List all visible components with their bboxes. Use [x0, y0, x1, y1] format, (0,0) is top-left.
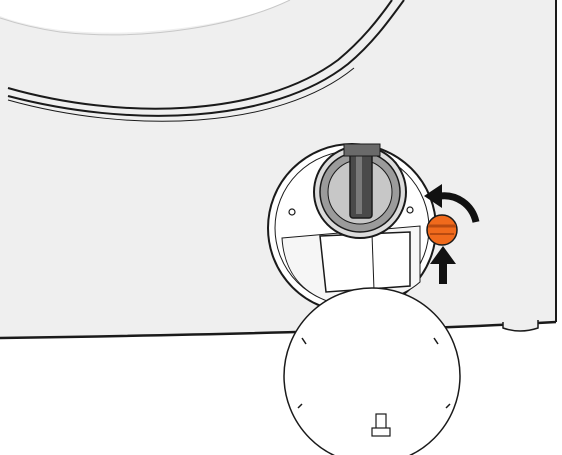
- pump-filter-top-tab: [344, 144, 380, 156]
- drain-hose-housing: [320, 232, 410, 292]
- screw-left: [289, 209, 295, 215]
- cover-bottom-tab-base: [372, 428, 390, 436]
- pump-filter-handle-highlight: [356, 150, 362, 214]
- screw-right: [407, 207, 413, 213]
- orange-filter-cap[interactable]: [427, 215, 457, 245]
- machine-front-panel: [0, 0, 556, 338]
